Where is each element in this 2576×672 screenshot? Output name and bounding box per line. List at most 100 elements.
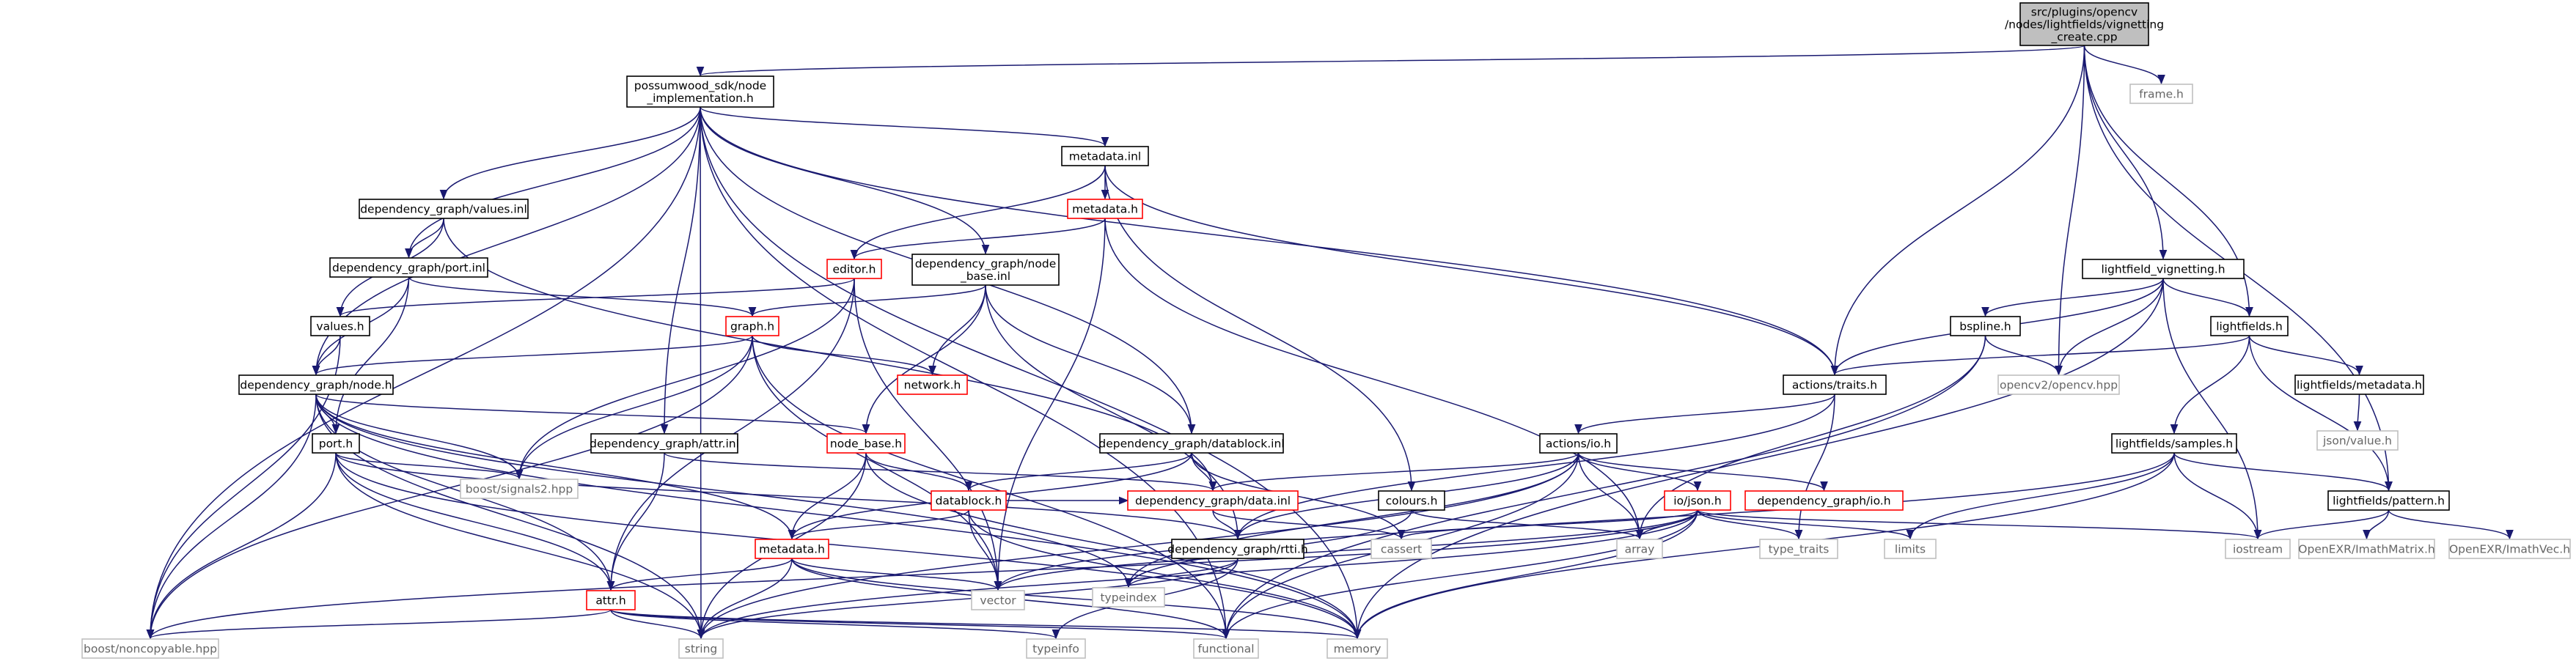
edge-pimpl-to-metainl xyxy=(700,106,1109,147)
node-box-string xyxy=(678,638,724,659)
node-lfh[interactable]: lightfields.h xyxy=(2210,316,2289,336)
node-graph[interactable]: graph.h xyxy=(725,316,779,336)
edge-pimpl-to-porti xyxy=(405,106,701,259)
node-box-nodebase xyxy=(826,433,906,454)
node-editor[interactable]: editor.h xyxy=(826,259,882,279)
edge-metah-to-array xyxy=(1104,218,1644,540)
node-noncopy: boost/noncopyable.hpp xyxy=(81,638,219,659)
node-box-nbinl xyxy=(911,254,1060,286)
edge-aio-to-iojson xyxy=(1577,452,1702,492)
node-string: string xyxy=(678,638,724,659)
node-colours[interactable]: colours.h xyxy=(1378,490,1445,511)
node-box-vector xyxy=(971,590,1025,610)
edge-attrh-to-typeinfo xyxy=(610,609,1060,640)
node-imathmat: OpenEXR/ImathMatrix.h xyxy=(2298,539,2435,559)
node-box-lfmeta xyxy=(2294,374,2424,395)
edge-nodebase-to-metadata2 xyxy=(788,452,867,540)
node-box-attrinl xyxy=(590,433,738,454)
node-metainl[interactable]: metadata.inl xyxy=(1061,146,1149,166)
edge-lfpat-to-iostream xyxy=(2253,509,2390,540)
edge-attrinl-to-attrh xyxy=(606,452,665,591)
edge-iojson-to-string xyxy=(697,509,1698,640)
edge-nbinl-to-nodebase xyxy=(862,284,986,435)
node-frame: frame.h xyxy=(2129,84,2193,104)
node-network[interactable]: network.h xyxy=(897,374,968,395)
node-dgnode[interactable]: dependency_graph/node.h xyxy=(238,374,394,395)
node-port[interactable]: port.h xyxy=(312,433,360,454)
node-nodebase[interactable]: node_base.h xyxy=(826,433,906,454)
node-label-lfpat-0: lightfields/pattern.h xyxy=(2333,495,2445,508)
node-label-pimpl-0: possumwood_sdk/node xyxy=(634,79,766,93)
node-aio[interactable]: actions/io.h xyxy=(1539,433,1618,454)
node-valinl[interactable]: dependency_graph/values.inl xyxy=(359,199,529,219)
edge-dgnode-to-nodebase xyxy=(315,394,870,435)
node-bspline[interactable]: bspline.h xyxy=(1950,316,2021,336)
node-box-traits xyxy=(1783,374,1887,395)
edge-root-to-frame xyxy=(2083,45,2165,85)
node-traits[interactable]: actions/traits.h xyxy=(1783,374,1887,395)
node-typeinfo: typeinfo xyxy=(1026,638,1086,659)
edge-iojson-to-cassert xyxy=(1397,509,1698,540)
edge-nbinl-to-dbinl xyxy=(985,284,1196,435)
node-jsonval: json/value.h xyxy=(2316,430,2399,451)
node-label-valinl-0: dependency_graph/values.inl xyxy=(360,203,527,217)
node-label-dgnode-0: dependency_graph/node.h xyxy=(240,379,392,393)
node-dgio[interactable]: dependency_graph/io.h xyxy=(1744,490,1904,511)
node-pimpl[interactable]: possumwood_sdk/node_implementation.h xyxy=(626,75,774,108)
edge-dgnode-to-typeindex xyxy=(315,394,1133,588)
node-rtti[interactable]: dependency_graph/rtti.h xyxy=(1167,539,1308,559)
node-label-signals-0: boost/signals2.hpp xyxy=(466,483,573,496)
node-label-rtti-0: dependency_graph/rtti.h xyxy=(1167,543,1307,557)
node-lfpat[interactable]: lightfields/pattern.h xyxy=(2327,490,2450,511)
node-box-opencv xyxy=(1997,374,2120,395)
node-lfvig[interactable]: lightfield_vignetting.h xyxy=(2082,259,2245,279)
edge-lfvig-to-bspline xyxy=(1981,278,2164,317)
node-dbinl[interactable]: dependency_graph/datablock.inl xyxy=(1098,433,1285,454)
node-nbinl[interactable]: dependency_graph/node_base.inl xyxy=(911,254,1060,286)
node-datainl[interactable]: dependency_graph/data.inl xyxy=(1127,490,1299,511)
edge-dbinl-to-datablock xyxy=(964,452,1192,492)
edge-dgnode-to-noncopy xyxy=(146,394,317,640)
edge-iojson-to-iostream xyxy=(1697,509,2261,540)
edge-graph-to-network xyxy=(752,335,936,376)
node-box-iostream xyxy=(2225,539,2291,559)
edge-pimpl-to-dgnode xyxy=(312,106,701,376)
edge-lfpat-to-imathvec xyxy=(2388,509,2514,540)
node-label-memory-0: memory xyxy=(1334,643,1381,656)
node-datablock[interactable]: datablock.h xyxy=(931,490,1007,511)
edge-aio-to-string xyxy=(697,452,1579,640)
node-lfmeta[interactable]: lightfields/metadata.h xyxy=(2294,374,2424,395)
edge-metadata2-to-string xyxy=(697,558,793,640)
node-lfsamp[interactable]: lightfields/samples.h xyxy=(2111,433,2237,454)
node-metah[interactable]: metadata.h xyxy=(1067,199,1143,219)
node-cassert: cassert xyxy=(1370,539,1432,559)
node-label-metah-0: metadata.h xyxy=(1072,203,1138,216)
node-label-root-0: src/plugins/opencv xyxy=(2031,6,2138,19)
node-box-port xyxy=(312,433,360,454)
node-label-values-0: values.h xyxy=(316,320,364,333)
node-root[interactable]: src/plugins/opencv/nodes/lightfields/vig… xyxy=(2005,2,2164,46)
edge-aio-to-datainl xyxy=(1208,452,1579,492)
node-attrinl[interactable]: dependency_graph/attr.inl xyxy=(590,433,739,454)
node-label-porti-0: dependency_graph/port.inl xyxy=(332,262,485,276)
node-attrh[interactable]: attr.h xyxy=(586,590,636,610)
node-label-port-0: port.h xyxy=(319,437,353,451)
edge-metainl-to-traits xyxy=(1104,165,1839,376)
node-label-datainl-0: dependency_graph/data.inl xyxy=(1135,495,1291,509)
node-box-metainl xyxy=(1061,146,1149,166)
edge-editor-to-signals xyxy=(515,278,855,480)
edge-nbinl-to-graph xyxy=(748,284,986,317)
node-box-metah xyxy=(1067,199,1143,219)
node-box-typeinfo xyxy=(1026,638,1086,659)
node-label-root-2: _create.cpp xyxy=(2050,31,2117,45)
edge-graph-to-noncopy xyxy=(146,335,753,640)
node-porti[interactable]: dependency_graph/port.inl xyxy=(329,257,488,278)
edge-port-to-rtti xyxy=(335,452,1242,540)
node-metadata2[interactable]: metadata.h xyxy=(755,539,829,559)
edge-editor-to-vector xyxy=(854,278,1002,591)
node-label-noncopy-0: boost/noncopyable.hpp xyxy=(84,643,217,656)
node-iojson[interactable]: io/json.h xyxy=(1664,490,1731,511)
edge-root-to-lfvig xyxy=(2083,45,2168,260)
edge-pimpl-to-functional xyxy=(700,106,1230,640)
node-values[interactable]: values.h xyxy=(310,316,370,336)
